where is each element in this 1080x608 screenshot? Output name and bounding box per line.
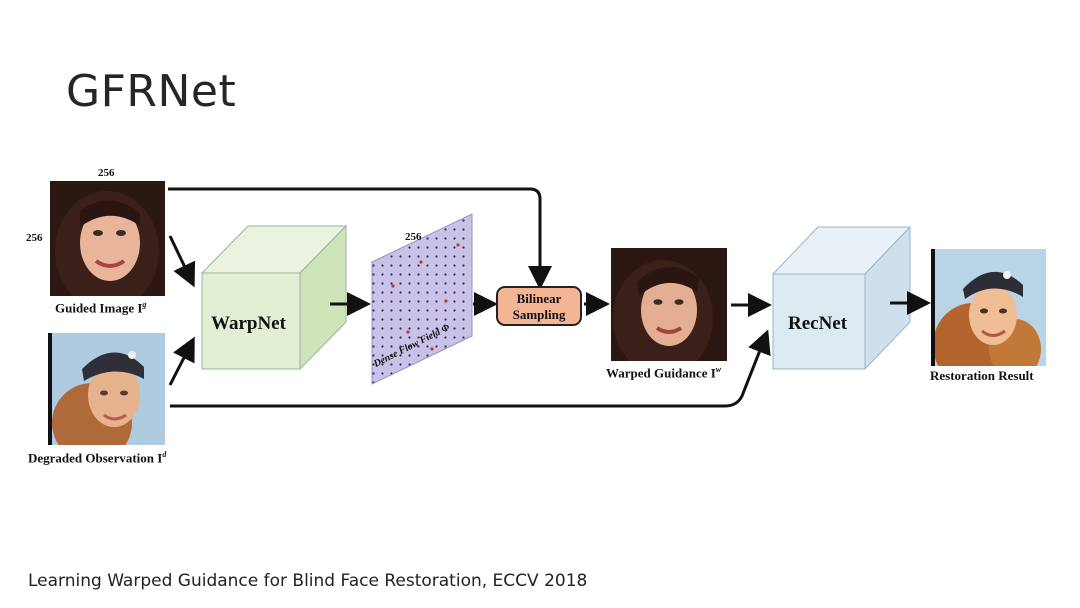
- bilinear-line1: Bilinear: [516, 291, 562, 306]
- slide-title: GFRNet: [66, 66, 237, 117]
- warpnet-label: WarpNet: [211, 313, 286, 334]
- recnet-block: [771, 225, 912, 371]
- warped-guidance-label: Warped Guidance Iw: [606, 365, 722, 381]
- guided-image-label: Guided Image Ig: [55, 300, 147, 316]
- restoration-result-photo: [935, 249, 1046, 366]
- restoration-result-label: Restoration Result: [930, 368, 1034, 383]
- degraded-observation-photo: [52, 333, 165, 445]
- dense-flow-field: [371, 213, 473, 385]
- warped-guidance-photo: [611, 248, 727, 361]
- guided-image-dim-top: 256: [98, 167, 115, 179]
- bilinear-line2: Sampling: [512, 307, 566, 322]
- citation-footer: Learning Warped Guidance for Blind Face …: [28, 571, 588, 591]
- arrow-guided-to-bilinear: [168, 187, 552, 290]
- bilinear-sampling-block: Bilinear Sampling: [496, 286, 582, 326]
- arrow-guided-to-warpnet: [168, 235, 196, 288]
- flow-field-dim: 256: [405, 231, 422, 243]
- recnet-label: RecNet: [788, 313, 848, 334]
- arrow-degraded-to-warpnet: [168, 336, 195, 386]
- guided-image-photo: [50, 181, 165, 296]
- degraded-observation-label: Degraded Observation Id: [28, 450, 167, 466]
- guided-image-dim-left: 256: [26, 232, 43, 244]
- arrow-degraded-to-recnet: [170, 329, 771, 408]
- warpnet-block: [200, 224, 348, 371]
